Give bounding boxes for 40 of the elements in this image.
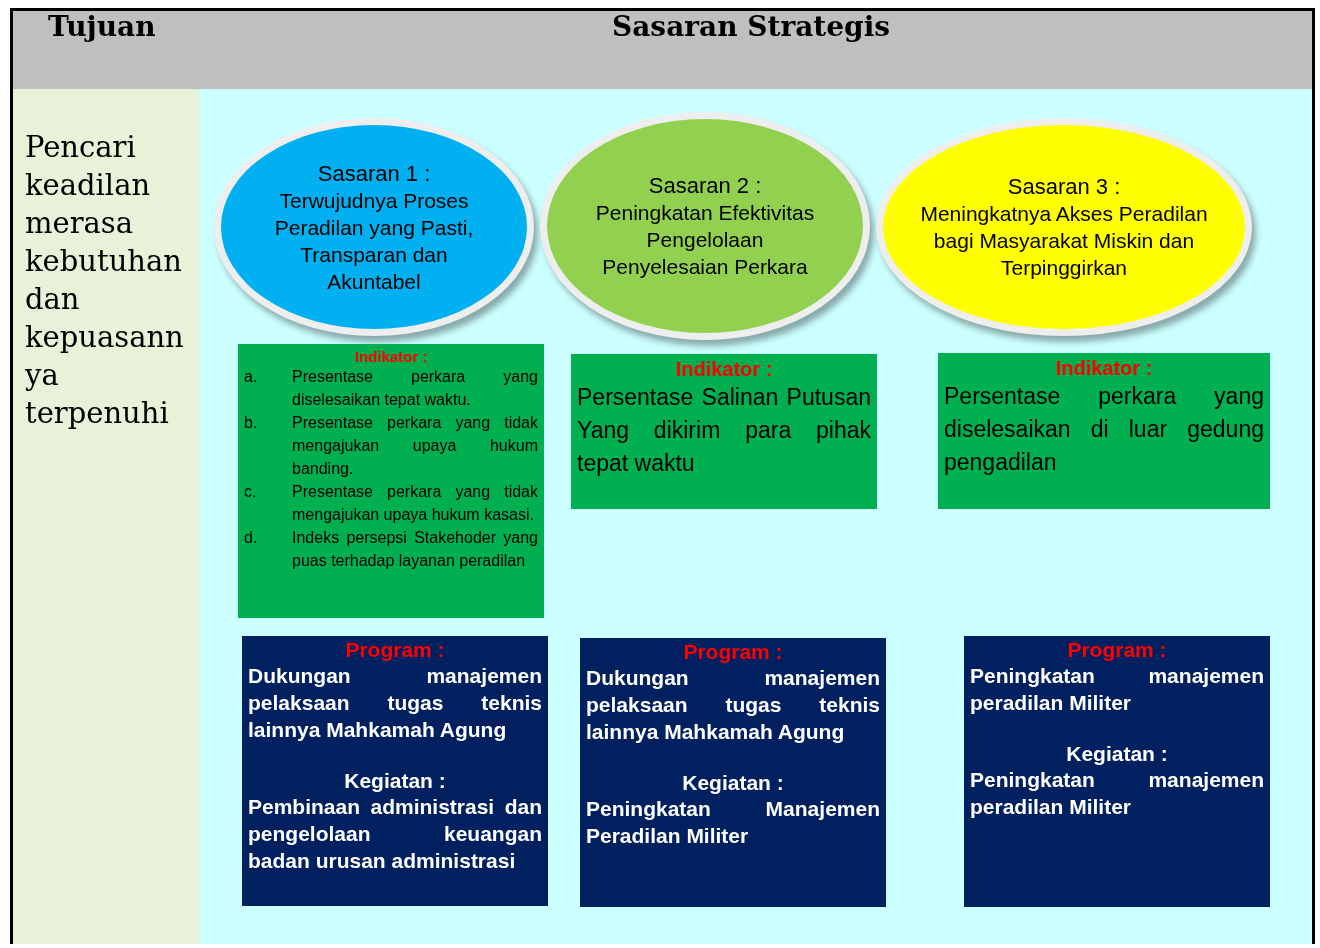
indicator-text: Presentase perkara yang tidak mengajukan upaya hukum banding. [292,413,538,479]
activity-text: Peningkatan manajemen peradilan Militer [970,767,1264,820]
indicator-text: Persentase perkara yang diselesaikan di luar gedung pengadilan [944,382,1264,477]
target-heading: Sasaran 3 : [1007,173,1121,200]
indicator-text: Presentase perkara yang diselesaikan tepat waktu. [292,367,538,410]
activity-heading: Kegiatan : [1065,742,1169,766]
column-header: Tujuan [48,10,156,43]
indicator-text: Persentase Salinan Putusan Yang dikirim para pihak tepat waktu [577,383,871,478]
indicator-box [938,353,1270,509]
indicator-text: Indeks persepsi Stakehoder yang puas terhadap layanan peradilan [292,528,538,571]
activity-heading: Kegiatan : [681,771,785,795]
indicator-text: Presentase perkara yang tidak mengajukan upaya hukum kasasi. [292,482,538,525]
indicator-heading: Indikator : [353,348,429,365]
indicator-box [238,344,544,618]
column-header: Sasaran Strategis [612,10,891,43]
list-marker: b. [244,413,259,433]
indicator-heading: Indikator : [1054,357,1154,380]
target-text: Meningkatnya Akses Peradilan bagi Masyarakat Miskin dan Terpinggirkan [919,201,1209,281]
program-box [964,636,1270,907]
target-heading: Sasaran 2 : [648,172,762,199]
indicator-heading: Indikator : [674,358,774,381]
program-box [580,638,886,907]
activity-text: Pembinaan administrasi dan pengelolaan keuangan badan urusan administrasi [248,794,542,874]
list-marker: c. [244,482,258,502]
target-text: Terwujudnya Proses Peradilan yang Pasti, Transparan dan Akuntabel [273,187,475,295]
goal-text: Pencari keadilan merasa kebutuhan dan kepuasann ya terpenuhi [25,128,203,448]
activity-text: Peningkatan Manajemen Peradilan Militer [586,796,880,849]
program-text: Dukungan manajemen pelaksaan tugas teknis lainnya Mahkamah Agung [586,665,880,745]
list-marker: d. [244,528,259,548]
program-heading: Program : [682,640,784,664]
program-box [242,636,548,906]
target-text: Peningkatan Efektivitas Pengelolaan Penyelesaian Perkara [594,200,816,280]
program-text: Peningkatan manajemen peradilan Militer [970,663,1264,716]
program-heading: Program : [1066,638,1168,662]
program-heading: Program : [344,638,446,662]
target-heading: Sasaran 1 : [317,159,431,187]
indicator-box [571,354,877,509]
program-text: Dukungan manajemen pelaksaan tugas teknis lainnya Mahkamah Agung [248,663,542,743]
list-marker: a. [244,367,259,387]
activity-heading: Kegiatan : [343,769,447,793]
